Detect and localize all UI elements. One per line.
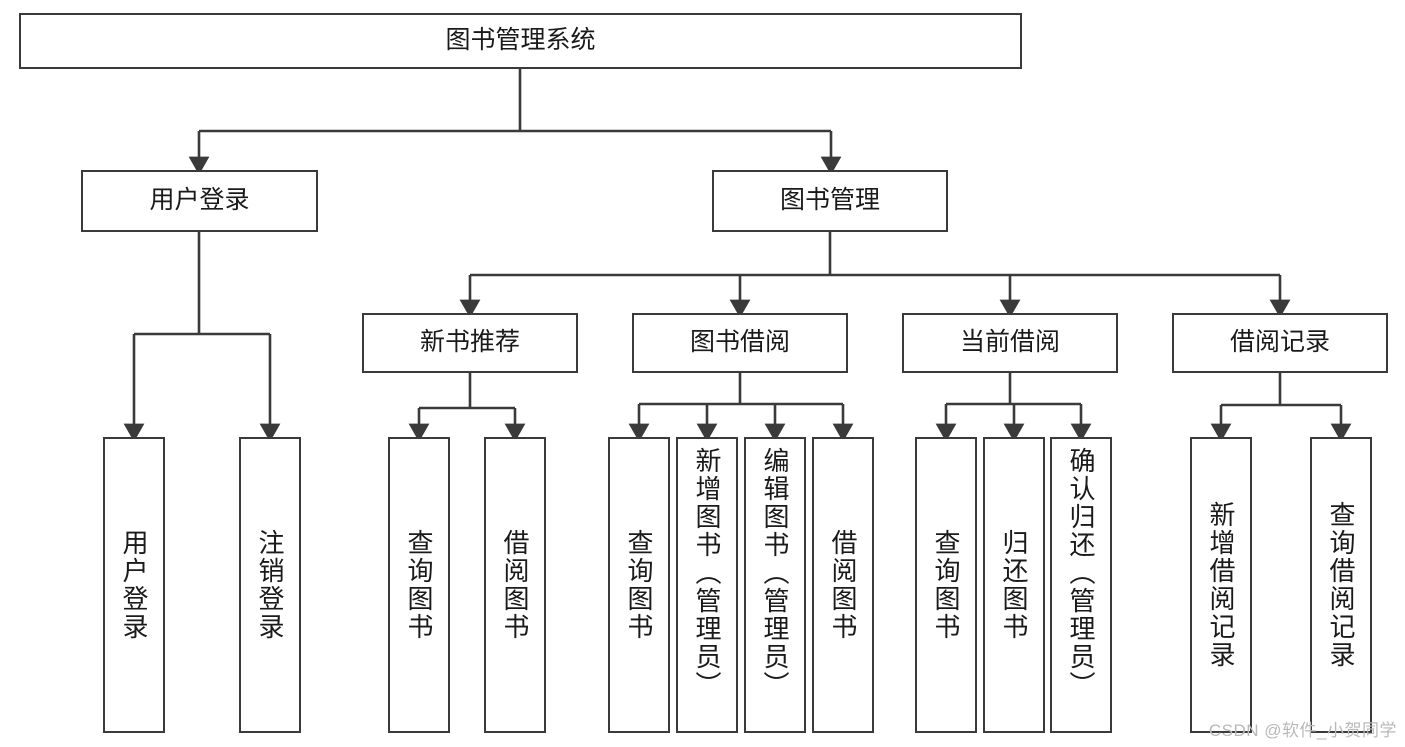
node-leaf-query-book-3-label: 查询图书 [931,529,961,641]
node-leaf-add-book-label: 新增图书（管理员） [692,447,722,699]
node-current-borrow-label: 当前借阅 [959,328,1060,357]
node-leaf-borrow-book-2[interactable]: 借阅图书 [812,437,874,733]
node-leaf-query-book-3[interactable]: 查询图书 [915,437,977,733]
node-root-label: 图书管理系统 [445,26,596,55]
node-leaf-edit-book[interactable]: 编辑图书（管理员） [744,437,806,733]
node-borrow-record-label: 借阅记录 [1229,328,1330,357]
node-leaf-borrow-book-1[interactable]: 借阅图书 [484,437,546,733]
node-leaf-query-record-label: 查询借阅记录 [1326,501,1356,669]
node-book-borrow[interactable]: 图书借阅 [632,313,848,373]
node-leaf-logout[interactable]: 注销登录 [239,437,301,733]
node-root[interactable]: 图书管理系统 [19,13,1022,69]
node-leaf-query-book-2-label: 查询图书 [624,529,654,641]
node-borrow-record[interactable]: 借阅记录 [1172,313,1388,373]
node-leaf-borrow-book-1-label: 借阅图书 [500,529,530,641]
node-leaf-query-book-2[interactable]: 查询图书 [608,437,670,733]
node-leaf-add-book[interactable]: 新增图书（管理员） [676,437,738,733]
node-leaf-add-record-label: 新增借阅记录 [1206,501,1236,669]
node-new-book-rec[interactable]: 新书推荐 [362,313,578,373]
node-leaf-query-book-1-label: 查询图书 [404,529,434,641]
node-leaf-user-login[interactable]: 用户登录 [103,437,165,733]
node-leaf-logout-label: 注销登录 [255,529,285,641]
node-leaf-confirm-return[interactable]: 确认归还（管理员） [1050,437,1112,733]
node-book-manage[interactable]: 图书管理 [712,170,948,232]
node-leaf-return-book-label: 归还图书 [999,529,1029,641]
node-leaf-edit-book-label: 编辑图书（管理员） [760,447,790,699]
node-leaf-query-record[interactable]: 查询借阅记录 [1310,437,1372,733]
node-leaf-return-book[interactable]: 归还图书 [983,437,1045,733]
node-book-borrow-label: 图书借阅 [689,328,790,357]
node-leaf-borrow-book-2-label: 借阅图书 [828,529,858,641]
node-new-book-rec-label: 新书推荐 [419,328,520,357]
node-leaf-confirm-return-label: 确认归还（管理员） [1066,447,1096,699]
node-leaf-user-login-label: 用户登录 [119,529,149,641]
node-leaf-query-book-1[interactable]: 查询图书 [388,437,450,733]
csdn-watermark: CSDN @软件_小贺同学 [1208,721,1397,740]
node-user-login[interactable]: 用户登录 [81,170,318,232]
node-current-borrow[interactable]: 当前借阅 [902,313,1118,373]
node-book-manage-label: 图书管理 [779,186,880,215]
node-leaf-add-record[interactable]: 新增借阅记录 [1190,437,1252,733]
node-user-login-label: 用户登录 [149,186,250,215]
